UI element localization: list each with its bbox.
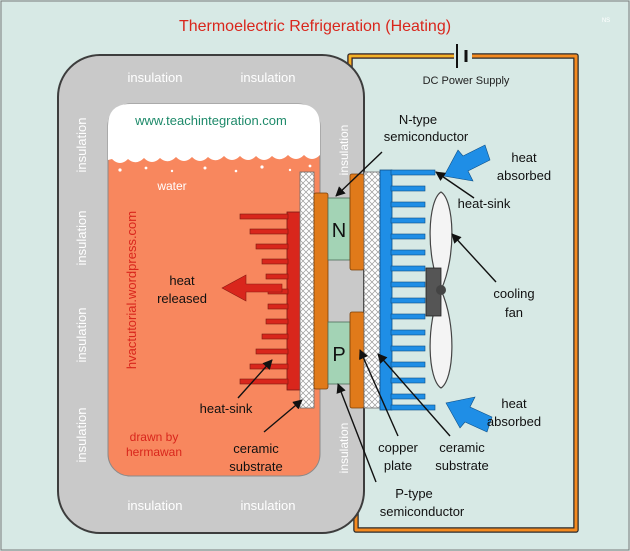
water-label: water <box>156 179 186 193</box>
website-label: www.teachintegration.com <box>134 113 287 128</box>
corner-mark: NS <box>602 18 610 24</box>
insulation-labels: insulation insulation insulation insulat… <box>74 70 351 513</box>
heat-released-label-1: heat <box>169 273 195 288</box>
copper-plate-label-1: copper <box>378 440 418 455</box>
ceramic-substrate-left-2: substrate <box>229 459 282 474</box>
heat-absorbed-bottom-2: absorbed <box>487 414 541 429</box>
insulation-label-left-4: insulation <box>74 408 89 463</box>
ceramic-substrate-right-2: substrate <box>435 458 488 473</box>
n-letter: N <box>332 220 346 242</box>
insulation-label-bottom-1: insulation <box>128 498 183 513</box>
heat-absorbed-arrow-bottom <box>445 396 493 433</box>
insulation-label-top-2: insulation <box>241 70 296 85</box>
diagram-title: Thermoelectric Refrigeration (Heating) <box>179 18 451 35</box>
cold-copper-plate-p <box>349 311 365 409</box>
heat-absorbed-bottom-1: heat <box>501 396 527 411</box>
insulation-label-bottom-2: insulation <box>241 498 296 513</box>
cooling-fan-label-1: cooling <box>493 286 534 301</box>
n-type-label-2: semiconductor <box>384 129 469 144</box>
cold-heat-sink <box>379 169 436 411</box>
cold-copper-plate-n <box>349 173 365 271</box>
heat-released-label-2: released <box>157 291 207 306</box>
p-type-label-1: P-type <box>395 486 433 501</box>
credit-line-1: drawn by <box>130 430 179 444</box>
hot-ceramic-substrate <box>299 171 315 409</box>
heat-absorbed-top-1: heat <box>511 150 537 165</box>
cold-ceramic-substrate <box>363 171 381 409</box>
cooling-fan <box>425 191 453 389</box>
power-supply-label: DC Power Supply <box>423 75 510 87</box>
heat-sink-label-left: heat-sink <box>200 401 253 416</box>
water-surface <box>108 104 320 163</box>
insulation-label-top-1: insulation <box>128 70 183 85</box>
insulation-label-left-3: insulation <box>74 308 89 363</box>
heat-released-arrow <box>221 274 283 302</box>
insulation-label-right-2: insulation <box>337 423 351 474</box>
insulation-label-right-1: insulation <box>337 125 351 176</box>
heat-absorbed-top-2: absorbed <box>497 168 551 183</box>
insulation-label-left-2: insulation <box>74 211 89 266</box>
n-type-label-1: N-type <box>399 112 437 127</box>
hot-heat-sink <box>239 211 302 391</box>
ceramic-substrate-right-1: ceramic <box>439 440 485 455</box>
p-type-label-2: semiconductor <box>380 504 465 519</box>
p-letter: P <box>332 344 345 366</box>
copper-plate-label-2: plate <box>384 458 412 473</box>
hot-copper-plate <box>313 192 329 390</box>
blog-label: hvactutorial.wordpress.com <box>124 211 139 369</box>
diagram-labels: N-type semiconductor heat absorbed heat-… <box>157 112 551 519</box>
heat-absorbed-arrow-top <box>443 144 491 182</box>
cooling-fan-label-2: fan <box>505 305 523 320</box>
ceramic-substrate-left-1: ceramic <box>233 441 279 456</box>
credit-line-2: hermawan <box>126 445 182 459</box>
callout-arrows <box>237 151 497 483</box>
heat-sink-label-right: heat-sink <box>458 196 511 211</box>
insulation-label-left-1: insulation <box>74 118 89 173</box>
